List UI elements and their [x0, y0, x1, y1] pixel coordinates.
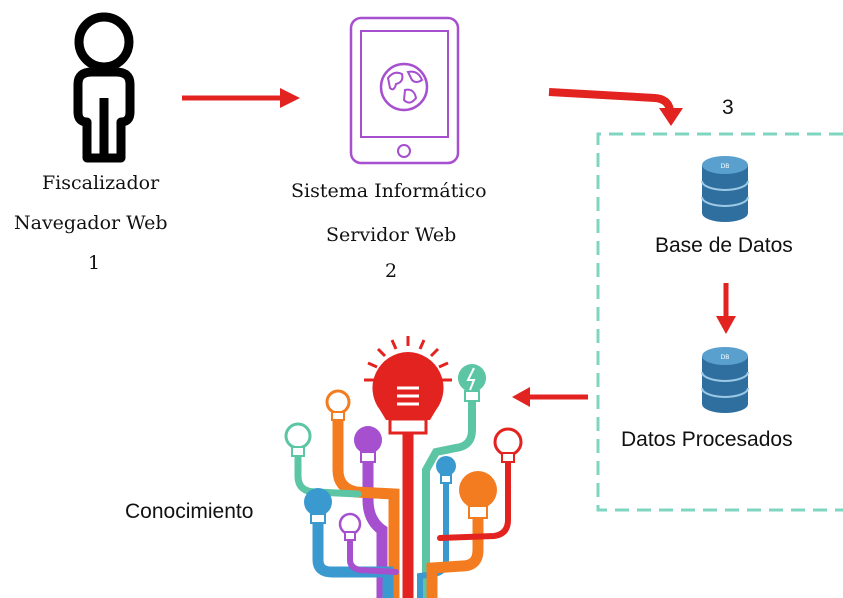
user-client-label: Navegador Web — [14, 212, 168, 234]
knowledge-label: Conocimiento — [125, 500, 254, 523]
db-icon-text: DB — [721, 163, 730, 170]
processed-data-label: Datos Procesados — [621, 428, 793, 451]
database-label: Base de Datos — [655, 234, 793, 257]
step-number-2: 2 — [385, 260, 398, 282]
server-system-label: Sistema Informático — [291, 180, 487, 202]
db-icon-text: DB — [721, 354, 730, 361]
user-role-label: Fiscalizador — [42, 172, 160, 194]
step-number-3: 3 — [722, 96, 734, 119]
step-number-1: 1 — [88, 252, 101, 274]
server-role-label: Servidor Web — [326, 224, 457, 246]
